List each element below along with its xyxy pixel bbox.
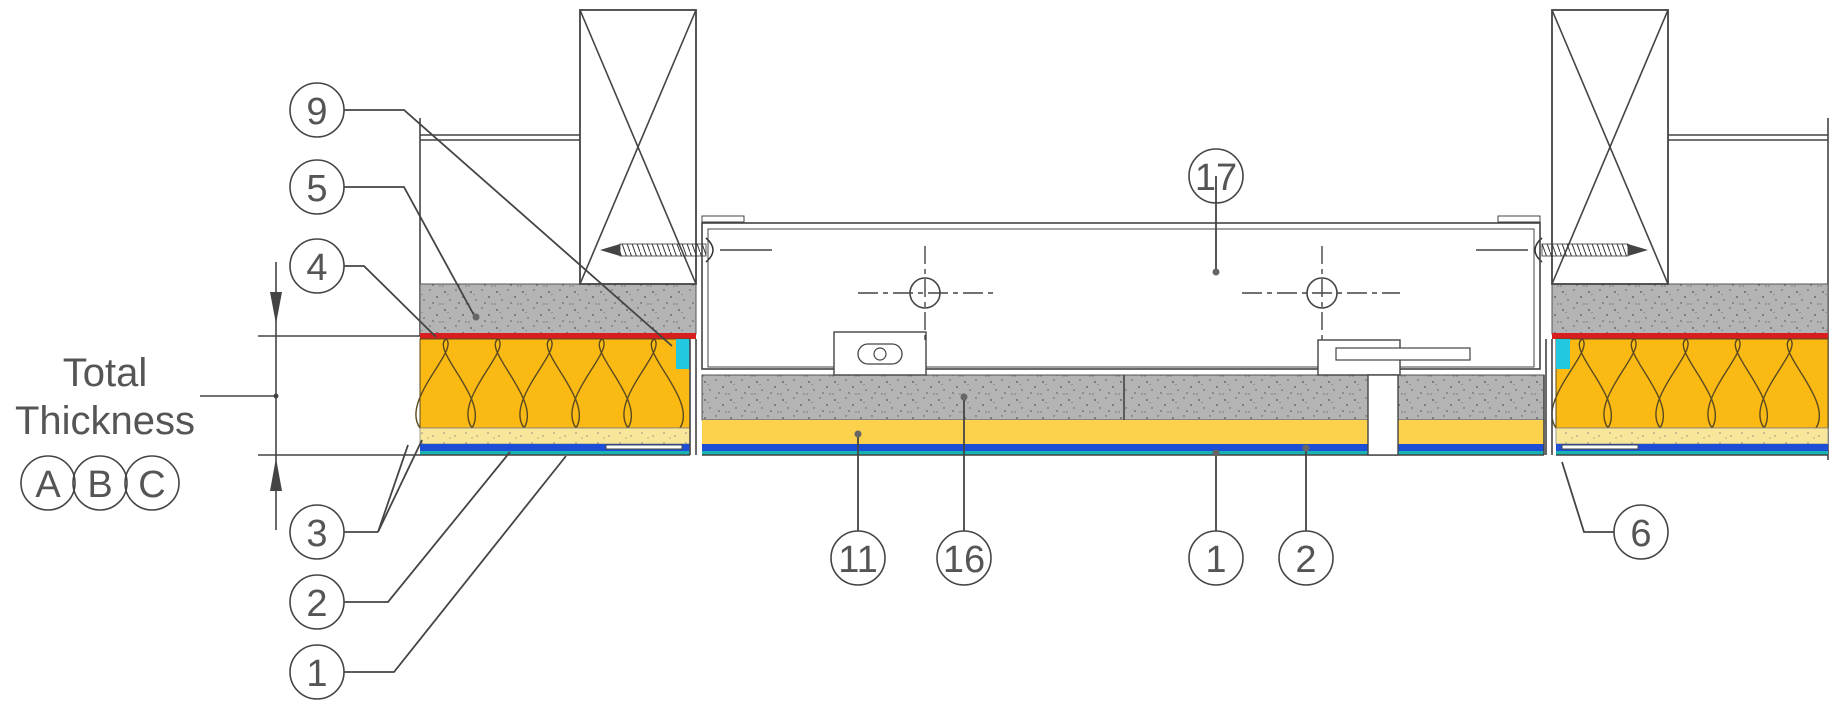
thickness-options: A B C — [20, 455, 180, 511]
support-post — [1367, 374, 1399, 456]
callout-2-mid: 2 — [1278, 530, 1334, 586]
svg-text:5: 5 — [306, 168, 327, 210]
blue-layer-left — [420, 444, 690, 451]
insulation-right — [1555, 338, 1829, 429]
svg-text:9: 9 — [306, 91, 327, 133]
callout-6: 6 — [1613, 504, 1669, 560]
svg-text:11: 11 — [838, 539, 877, 581]
callout-9: 9 — [289, 82, 345, 138]
left-timber-joist — [579, 9, 772, 285]
svg-text:1: 1 — [1205, 539, 1226, 581]
callout-11: 11 — [830, 530, 886, 586]
insulation-pattern-left — [415, 338, 684, 430]
total-thickness-label-line2: Thickness — [15, 399, 195, 443]
blue-layer-center — [702, 444, 1544, 451]
red-membrane-right — [1552, 333, 1828, 339]
blue-layer-right — [1556, 444, 1828, 451]
callout-3: 3 — [289, 504, 378, 560]
hatch-frame — [701, 222, 1541, 370]
teal-layer-center — [702, 451, 1544, 455]
thickness-option-b: B — [87, 464, 112, 506]
svg-text:1: 1 — [306, 653, 327, 695]
svg-text:3: 3 — [306, 513, 327, 555]
screed-layer-center — [701, 374, 1545, 421]
callout-5: 5 — [289, 159, 345, 215]
svg-text:2: 2 — [306, 583, 327, 625]
red-membrane-left — [420, 333, 696, 339]
total-thickness-label-line1: Total — [63, 351, 148, 395]
callout-4: 4 — [289, 238, 345, 294]
sand-layer-right — [1555, 427, 1829, 445]
teal-layer-left — [420, 451, 690, 455]
screw-right — [1541, 243, 1629, 257]
callout-16: 16 — [936, 530, 992, 586]
callout-17: 17 — [1188, 148, 1244, 204]
center-mark-right — [1242, 246, 1400, 340]
sand-layer-left — [419, 427, 691, 445]
svg-text:2: 2 — [1295, 539, 1316, 581]
teal-layer-right — [1556, 451, 1828, 455]
svg-text:4: 4 — [306, 247, 327, 289]
right-timber-joist — [1476, 9, 1669, 285]
screed-layer-right — [1551, 283, 1829, 335]
thickness-option-a: A — [35, 464, 61, 506]
callout-1-left: 1 — [289, 644, 345, 700]
svg-text:16: 16 — [943, 539, 985, 581]
central-floor-section — [701, 215, 1545, 456]
cyan-edge-left — [676, 339, 690, 369]
svg-text:6: 6 — [1630, 513, 1651, 555]
callout-1-mid: 1 — [1188, 530, 1244, 586]
svg-text:17: 17 — [1195, 157, 1237, 199]
orange-layer-center — [702, 420, 1544, 444]
screw-left — [619, 243, 707, 257]
leader-lines — [344, 109, 1614, 673]
thickness-option-c: C — [138, 464, 165, 506]
callout-2-left: 2 — [289, 574, 345, 630]
cyan-edge-right — [1556, 339, 1570, 369]
right-floor-buildup — [1545, 118, 1829, 460]
total-thickness-dimension: Total Thickness A B C — [15, 262, 420, 530]
center-mark-left — [858, 246, 994, 340]
insulation-left — [419, 338, 691, 429]
insulation-pattern-right — [1551, 338, 1820, 430]
